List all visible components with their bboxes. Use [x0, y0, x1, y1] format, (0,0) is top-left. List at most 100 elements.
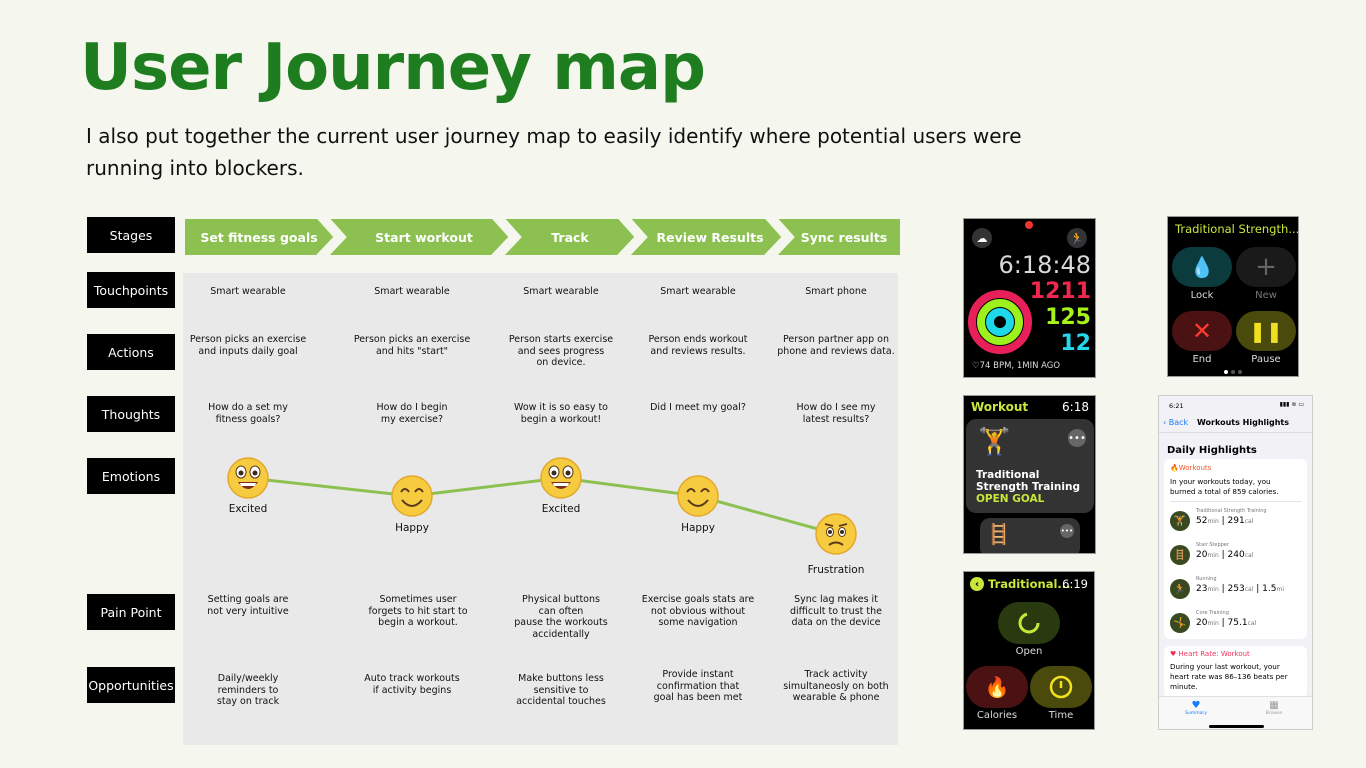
- clock-icon: [1049, 675, 1073, 699]
- move-value: 1211: [1029, 279, 1091, 304]
- workout-header: Traditional...: [988, 577, 1071, 591]
- emotion-label: Excited: [228, 503, 268, 515]
- cloud-icon[interactable]: ☁: [972, 228, 992, 248]
- row-label-opportunities: Opportunities: [87, 667, 175, 703]
- heart-icon: ♡: [972, 361, 980, 371]
- touchpoint: Smart phone: [805, 286, 867, 297]
- heart-rate-card[interactable]: ♥ Heart Rate: Workout During your last w…: [1164, 646, 1307, 698]
- emotion-label: Happy: [681, 522, 715, 534]
- stage-label: Track: [551, 229, 589, 245]
- row-label-stages: Stages: [87, 217, 175, 253]
- pause-button[interactable]: ❚❚: [1236, 311, 1296, 351]
- time-button[interactable]: [1030, 666, 1092, 708]
- open-goal-button[interactable]: [998, 602, 1060, 644]
- pause-icon: ❚❚: [1249, 319, 1283, 343]
- thought-cell: Did I meet my goal?: [650, 402, 746, 413]
- heart-icon: ♥: [1191, 700, 1201, 711]
- calories-label: Calories: [976, 710, 1018, 721]
- plus-icon: +: [1255, 252, 1277, 282]
- heart-rate-readout: ♡74 BPM, 1MIN AGO: [972, 361, 1061, 371]
- workout-item[interactable]: 🏃 Running 23min | 253cal | 1.5mi: [1170, 575, 1305, 603]
- activity-rings-icon: [968, 290, 1032, 354]
- heart-rate-label: ♥ Heart Rate: Workout: [1170, 650, 1250, 658]
- back-chevron-icon[interactable]: ‹: [970, 577, 984, 591]
- water-lock-icon: 💧: [1189, 255, 1215, 279]
- chevron-left-icon: ‹: [1163, 418, 1169, 427]
- tab-browse[interactable]: ▦ Browse: [1259, 700, 1289, 716]
- flame-icon: 🔥: [1170, 464, 1179, 472]
- emotion-label: Excited: [541, 503, 581, 515]
- frustrated-emoji-icon: [815, 513, 857, 555]
- pause-label: Pause: [1251, 354, 1281, 365]
- stage-chevron: [303, 200, 347, 272]
- open-label: Open: [1015, 646, 1043, 657]
- new-label: New: [1255, 290, 1277, 301]
- stair-stepper-icon: 🪜: [1170, 545, 1190, 565]
- calories-button[interactable]: 🔥: [966, 666, 1028, 708]
- excited-emoji-icon: [227, 457, 269, 499]
- page-title: User Journey map: [80, 31, 706, 105]
- nav-title: Workouts Highlights: [1197, 418, 1289, 427]
- emotion-label: Happy: [395, 522, 429, 534]
- lock-button[interactable]: 💧: [1172, 247, 1232, 287]
- workout-card[interactable]: 🪜 •••: [980, 518, 1080, 553]
- lock-label: Lock: [1190, 290, 1214, 301]
- new-button[interactable]: +: [1236, 247, 1296, 287]
- happy-emoji-icon: [391, 475, 433, 517]
- phone-workouts-screen: 6:21 ▮▮▮ ≋ ▭ ‹ Back Workouts Highlights …: [1158, 395, 1313, 730]
- exercise-value: 125: [1045, 305, 1091, 330]
- watch-time: 6:18: [1062, 400, 1089, 414]
- row-label-thoughts: Thoughts: [87, 396, 175, 432]
- page-subtitle: I also put together the current user jou…: [86, 124, 1022, 180]
- tab-summary[interactable]: ♥ Summary: [1181, 700, 1211, 716]
- watch-time: 6:19: [1062, 577, 1088, 591]
- watch-goal-picker-screen: ‹ Traditional... 6:19 Open 🔥 Calories Ti…: [963, 571, 1095, 730]
- stair-stepper-icon: 🪜: [986, 522, 1011, 546]
- touchpoint: Smart wearable: [374, 286, 450, 297]
- end-label: End: [1192, 354, 1212, 365]
- workout-item[interactable]: 🏋 Traditional Strength Training 52min | …: [1170, 507, 1305, 535]
- stage-label: Start workout: [375, 229, 473, 245]
- stage-chevron: [604, 200, 648, 272]
- touchpoint: Smart wearable: [660, 286, 736, 297]
- workout-card[interactable]: 🏋 ••• Traditional Strength Training OPEN…: [966, 419, 1094, 513]
- row-label-emotions: Emotions: [87, 458, 175, 494]
- running-icon[interactable]: 🏃: [1067, 228, 1087, 248]
- strength-training-icon: 🏋: [978, 427, 1011, 457]
- notification-dot: [1025, 221, 1033, 229]
- row-label-pain-point: Pain Point: [87, 594, 175, 630]
- end-button[interactable]: ✕: [1172, 311, 1232, 351]
- stage-label: Set fitness goals: [200, 229, 318, 245]
- journey-panel: [183, 273, 898, 745]
- back-button[interactable]: ‹ Back: [1163, 418, 1189, 427]
- emotion-label: Frustration: [807, 564, 865, 576]
- status-icons: ▮▮▮ ≋ ▭: [1279, 401, 1304, 408]
- workout-item[interactable]: 🤸 Core Training 20min | 75.1cal: [1170, 609, 1305, 637]
- emotion-curve: [227, 457, 857, 555]
- workout-item[interactable]: 🪜 Stair Stepper 20min | 240cal: [1170, 541, 1305, 569]
- time-label: Time: [1048, 710, 1074, 721]
- more-icon[interactable]: •••: [1060, 524, 1074, 538]
- stage-chevron: [478, 200, 522, 272]
- watch-activity-screen: ☁ 🏃 6:18:48 1211 125 12 ♡74 BPM, 1MIN AG…: [963, 218, 1096, 378]
- watch-workout-list-screen: Workout 6:18 🏋 ••• Traditional Strength …: [963, 395, 1096, 554]
- more-icon[interactable]: •••: [1068, 429, 1086, 447]
- touchpoint: Smart wearable: [210, 286, 286, 297]
- stage-label: Review Results: [656, 229, 764, 245]
- running-icon: 🏃: [1170, 579, 1190, 599]
